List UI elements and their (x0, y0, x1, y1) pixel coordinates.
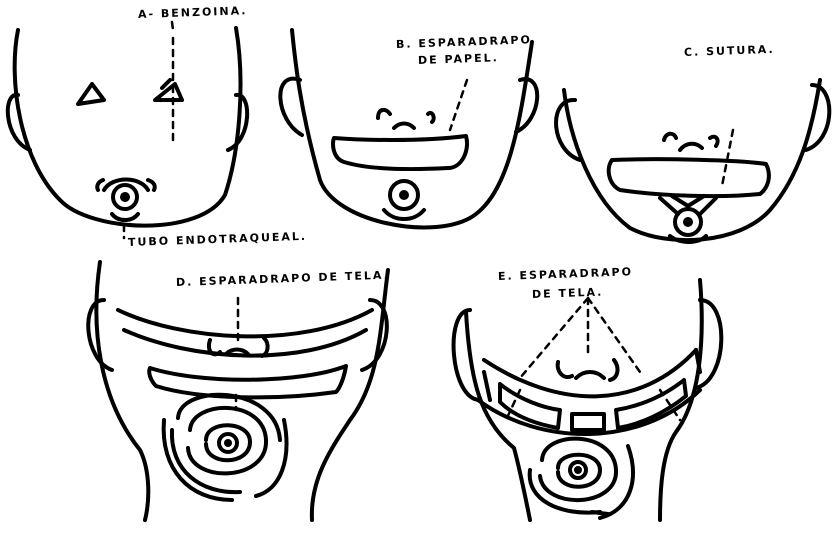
label-e-line2: DE TELA. (532, 286, 604, 301)
panel-e-face (454, 280, 722, 520)
panel-d-face (88, 262, 388, 520)
panel-c-face (556, 80, 829, 242)
panel-a-face (8, 22, 247, 238)
